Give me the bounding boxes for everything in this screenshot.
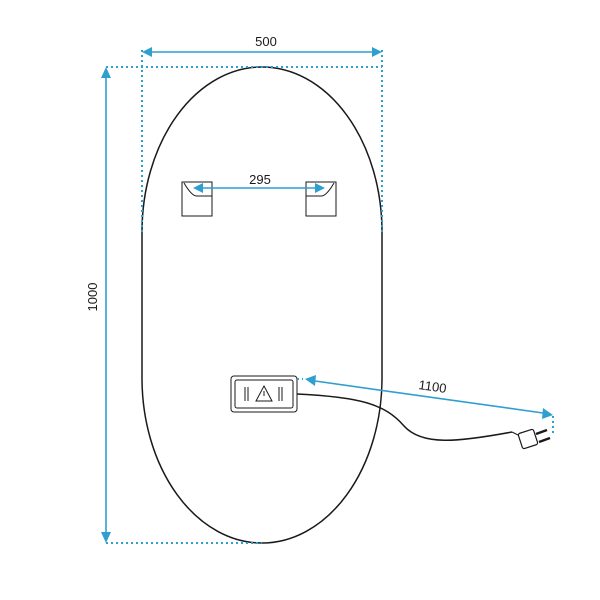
cable-length-dimension: 1100 xyxy=(297,375,554,436)
width-label: 500 xyxy=(255,34,277,49)
width-dimension: 500 xyxy=(142,34,382,57)
power-plug-icon xyxy=(511,428,551,450)
bounding-extension-lines xyxy=(106,50,383,544)
bracket-spacing-dimension: 295 xyxy=(193,172,325,193)
height-dimension: 1000 xyxy=(85,67,111,543)
cable-length-label: 1100 xyxy=(418,377,448,396)
mirror-outline xyxy=(141,66,383,544)
bracket-left xyxy=(181,181,213,217)
bracket-spacing-label: 295 xyxy=(249,172,271,187)
bracket-right xyxy=(305,181,337,217)
height-label: 1000 xyxy=(85,283,100,312)
control-box xyxy=(230,375,298,413)
power-cable xyxy=(296,393,513,441)
warning-triangle-icon xyxy=(255,384,273,402)
